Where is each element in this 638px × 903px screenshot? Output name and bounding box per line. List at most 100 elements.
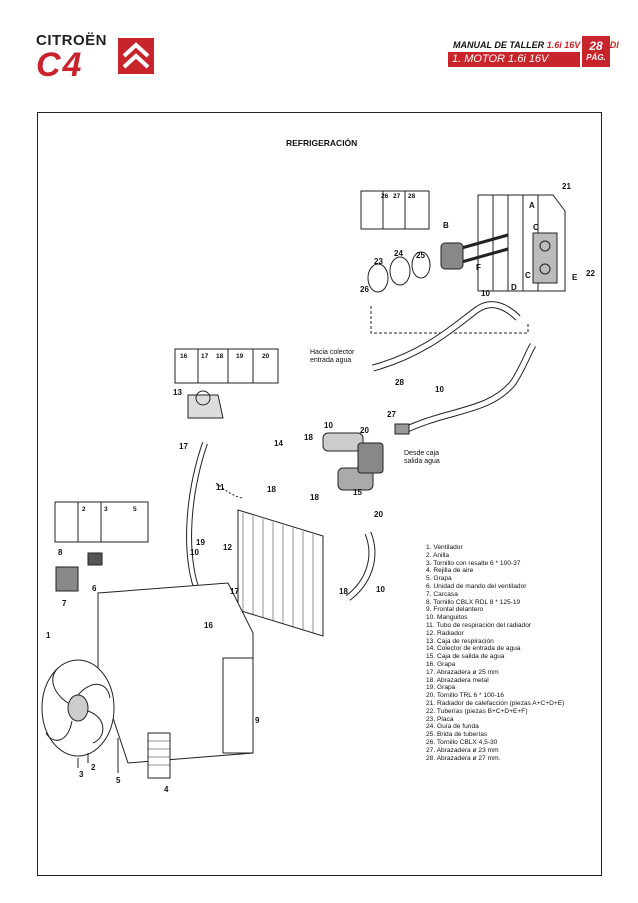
- callout-10-left2: 10: [190, 548, 199, 557]
- callout-2-kit: 2: [82, 506, 86, 513]
- callout-5: 5: [116, 776, 121, 785]
- page-number: 28: [589, 39, 603, 53]
- legend-item: 23. Placa: [426, 715, 454, 723]
- callout-12: 12: [223, 543, 232, 552]
- brand-name: CITROËN: [36, 32, 107, 49]
- callout-10-mid: 10: [435, 385, 444, 394]
- legend-item: 15. Caja de salida de agua: [426, 653, 505, 661]
- callout-15: 15: [353, 488, 362, 497]
- model-name: C4: [36, 46, 84, 84]
- legend-item: 24. Guía de funda: [426, 723, 479, 731]
- legend-item: 21. Radiador de calefacción (piezas A+C+…: [426, 699, 565, 707]
- callout-8: 8: [58, 548, 63, 557]
- label-entrada-agua: entrada agua: [310, 357, 352, 364]
- callout-3: 3: [79, 770, 84, 779]
- legend-item: 18. Abrazadera metal: [426, 676, 489, 684]
- legend-item: 25. Brida de tuberías: [426, 731, 488, 739]
- callout-20-b: 20: [374, 510, 383, 519]
- page-badge: 28 PÁG.: [582, 36, 610, 67]
- callout-26: 26: [360, 285, 369, 294]
- callout-18-d: 18: [339, 587, 348, 596]
- legend-item: 1. Ventilador: [426, 544, 463, 551]
- callout-5-kit: 5: [133, 506, 137, 513]
- citroen-c4-logo: CITROËN C4: [36, 30, 156, 84]
- callout-19-kit: 19: [236, 353, 244, 360]
- callout-10-left: 10: [324, 421, 333, 430]
- callout-18-kit: 18: [216, 353, 224, 360]
- legend-item: 22. Tuberías (piezas B+C+D+E+F): [426, 707, 528, 715]
- callout-22: 22: [586, 269, 595, 278]
- legend-item: 8. Tornillo CBLX RDL 8 * 125-19: [426, 598, 521, 606]
- section-bar: 1. MOTOR 1.6i 16V: [448, 52, 580, 67]
- callout-19: 19: [196, 538, 205, 547]
- legend-item: 28. Abrazadera ø 27 mm.: [426, 754, 501, 762]
- legend-item: 7. Carcasa: [426, 590, 458, 598]
- legend-item: 9. Frontal delantero: [426, 606, 484, 614]
- callout-D: D: [511, 283, 517, 292]
- legend-item: 17. Abrazadera ø 25 mm: [426, 668, 499, 676]
- callout-6: 6: [92, 584, 97, 593]
- callout-20-a: 20: [360, 426, 369, 435]
- callout-18-c: 18: [310, 493, 319, 502]
- legend-item: 6. Unidad de mando del ventilador: [426, 582, 527, 590]
- parts-legend: 1. Ventilador 2. Anilla 3. Tornillo con …: [426, 544, 564, 762]
- callout-24: 24: [394, 249, 403, 258]
- callout-23: 23: [374, 257, 383, 266]
- callout-28-kit: 28: [408, 193, 416, 200]
- callout-9: 9: [255, 716, 260, 725]
- label-hacia-colector-line1: Hacia colector: [310, 349, 355, 356]
- legend-item: 14. Colector de entrada de agua: [426, 645, 521, 653]
- callout-11: 11: [216, 483, 225, 492]
- legend-item: 4. Rejilla de aire: [426, 567, 474, 575]
- callout-10-lower: 10: [376, 585, 385, 594]
- callout-28: 28: [395, 378, 404, 387]
- callout-F: F: [476, 263, 481, 272]
- label-desde-caja-line1: Desde caja: [404, 450, 440, 457]
- diagram-title: REFRIGERACIÓN: [286, 138, 358, 148]
- callout-17-kit: 17: [201, 353, 209, 360]
- legend-item: 5. Grapa: [426, 575, 452, 583]
- callout-16: 16: [204, 621, 213, 630]
- callout-27: 27: [387, 410, 396, 419]
- legend-item: 26. Tornillo CBLX 4,5-30: [426, 738, 498, 746]
- callout-2: 2: [91, 763, 96, 772]
- legend-item: 27. Abrazadera ø 23 mm: [426, 746, 499, 754]
- page-label: PÁG.: [586, 53, 606, 62]
- callout-14: 14: [274, 439, 283, 448]
- label-desde-caja: Desde caja salida agua: [404, 450, 440, 466]
- legend-item: 19. Grapa: [426, 684, 456, 692]
- legend-item: 10. Manguitos: [426, 614, 468, 622]
- callout-26-kit: 26: [381, 193, 389, 200]
- callout-10-top: 10: [481, 289, 490, 298]
- legend-item: 3. Tornillo con resalte 6 * 100-37: [426, 559, 521, 567]
- callout-3-kit: 3: [104, 506, 108, 513]
- legend-item: 11. Tubo de respiración del radiador: [426, 621, 532, 629]
- legend-item: 16. Grapa: [426, 660, 456, 668]
- manual-prefix: MANUAL DE TALLER: [453, 40, 545, 50]
- callout-E: E: [572, 273, 578, 282]
- label-salida-agua: salida agua: [404, 458, 440, 465]
- callout-A: A: [529, 201, 535, 210]
- callout-20-kit: 20: [262, 353, 270, 360]
- callout-17-b: 17: [230, 587, 239, 596]
- diagram-frame: REFRIGERACIÓN Hacia colector entrada agu…: [37, 112, 602, 876]
- legend-item: 13. Caja de respiración: [426, 637, 494, 645]
- callout-27-kit: 27: [393, 193, 401, 200]
- callout-17-a: 17: [179, 442, 188, 451]
- callout-7: 7: [62, 599, 67, 608]
- callout-C-top: C: [533, 223, 539, 232]
- callout-21: 21: [562, 182, 571, 191]
- legend-item: 12. Radiador: [426, 629, 464, 637]
- cooling-exploded-diagram: [41, 190, 566, 779]
- callout-C-bottom: C: [525, 271, 531, 280]
- legend-item: 2. Anilla: [426, 551, 450, 559]
- chevrons-logo-icon: [118, 38, 154, 74]
- callout-18-b: 18: [267, 485, 276, 494]
- callout-4: 4: [164, 785, 169, 794]
- callout-25: 25: [416, 251, 425, 260]
- callout-18-a: 18: [304, 433, 313, 442]
- callout-1: 1: [46, 631, 51, 640]
- legend-item: 20. Tornillo TRL 6 * 100-16: [426, 692, 504, 700]
- callout-B: B: [443, 221, 449, 230]
- callout-13: 13: [173, 388, 182, 397]
